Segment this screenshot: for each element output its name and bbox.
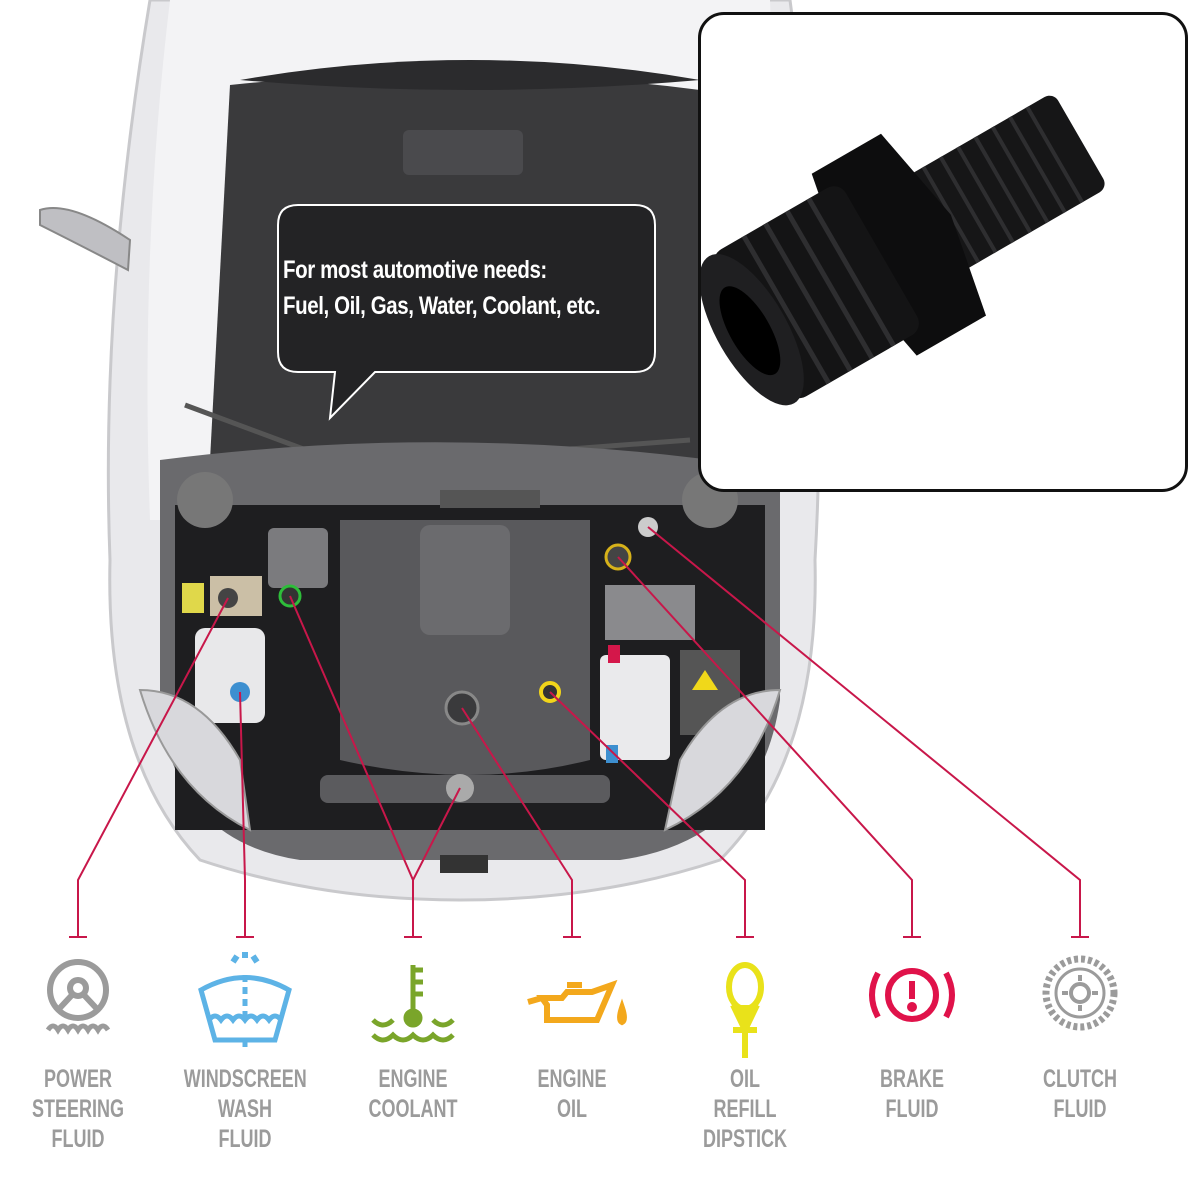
fitting-adapter-image [701,95,1105,406]
pointer-line [461,707,573,937]
coolant-thermometer-icon [371,965,455,1043]
callout-label-line: CLUTCH [1042,1065,1117,1093]
callout-label-line: STEERING [31,1095,125,1123]
callout-label-line: FLUID [51,1125,105,1153]
pointer-lines [69,526,1089,938]
pointer-line [647,526,1081,937]
windscreen-washer-icon [198,952,292,1048]
callout-label-line: WINDSCREEN [183,1065,307,1093]
callout-label-line: DIPSTICK [702,1125,788,1153]
pointer-line [412,787,461,937]
callout-label-line: OIL [556,1095,587,1123]
callout-label-line: BRAKE [879,1065,945,1093]
bubble-line-2: Fuel, Oil, Gas, Water, Coolant, etc. [283,292,601,320]
callout-label-line: ENGINE [378,1065,448,1093]
product-inset-photo [698,12,1188,492]
callout-label-line: WASH [218,1095,272,1123]
pointer-line [239,691,246,937]
callout-label-line: FLUID [885,1095,939,1123]
speech-bubble-text: For most automotive needs: Fuel, Oil, Ga… [283,252,627,324]
oil-can-icon [527,979,627,1026]
pointer-line [549,691,746,937]
callout-label-line: FLUID [218,1125,272,1153]
dipstick-icon [726,962,764,1058]
brake-warning-icon [869,968,955,1022]
callout-label-line: COOLANT [368,1095,458,1123]
speech-bubble [277,204,656,421]
callout-label-line: ENGINE [537,1065,607,1093]
bubble-line-1: For most automotive needs: [283,256,547,284]
steering-wheel-icon [45,959,111,1035]
callout-label-line: REFILL [713,1095,777,1123]
callout-label-line: POWER [43,1065,112,1093]
clutch-disc-icon [1042,955,1118,1031]
callout-label-line: FLUID [1053,1095,1107,1123]
pointer-line [617,556,913,937]
pointer-line [77,597,229,937]
callout-label-line: OIL [729,1065,760,1093]
